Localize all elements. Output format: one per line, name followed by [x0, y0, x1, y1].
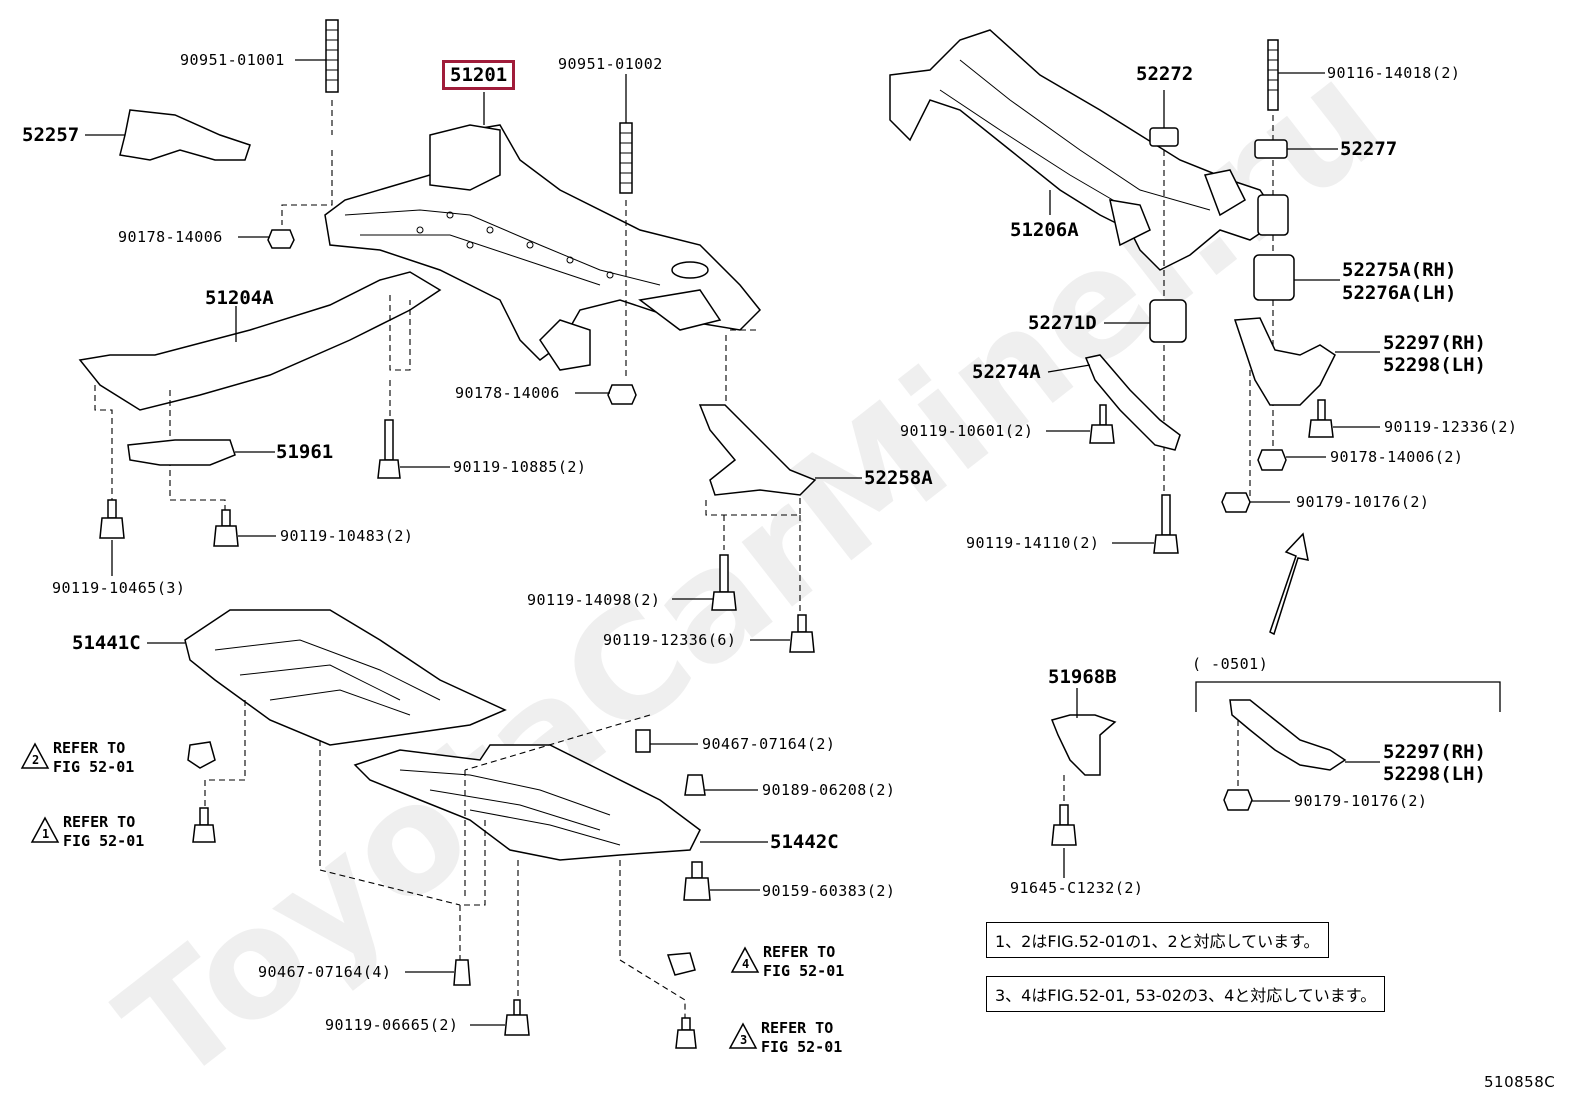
- undercover-51441C-drawing: [184, 609, 507, 746]
- selected-part-box[interactable]: 51201: [442, 60, 516, 90]
- part-number-52274A[interactable]: 52274A: [972, 361, 1041, 383]
- part-number-90119-06665[interactable]: 90119-06665(2): [325, 1016, 459, 1034]
- plate-51961-drawing: [127, 439, 236, 466]
- range-bracket: [1195, 681, 1501, 712]
- part-number-90159-60383[interactable]: 90159-60383(2): [762, 882, 896, 900]
- bracket-dash-lines: [705, 329, 801, 612]
- refer-line2: FIG 52-01: [763, 962, 845, 980]
- clip-shapes: [187, 729, 706, 986]
- brace-51204A-drawing: [78, 271, 442, 411]
- direction-arrow: [1269, 532, 1309, 636]
- refer-line1: REFER TO: [53, 739, 126, 757]
- refer-line1: REFER TO: [63, 813, 136, 831]
- triangle-1-icon: [30, 816, 60, 843]
- part-number-90119-14110[interactable]: 90119-14110(2): [966, 534, 1100, 552]
- part-number-52298-a[interactable]: 52298(LH): [1383, 354, 1486, 376]
- part-number-90189-06208[interactable]: 90189-06208(2): [762, 781, 896, 799]
- part-number-52277[interactable]: 52277: [1340, 138, 1398, 160]
- refer-line1: REFER TO: [763, 943, 836, 961]
- part-number-90179-10176-a[interactable]: 90179-10176(2): [1296, 493, 1430, 511]
- part-number-52271D[interactable]: 52271D: [1028, 312, 1097, 334]
- refer-line2: FIG 52-01: [761, 1038, 843, 1056]
- part-number-90119-10601[interactable]: 90119-10601(2): [900, 422, 1034, 440]
- refer-number-4: 4: [742, 957, 750, 971]
- part-number-90119-12336-6[interactable]: 90119-12336(6): [603, 631, 737, 649]
- part-number-90178-14006-c[interactable]: 90178-14006(2): [1330, 448, 1464, 466]
- note-box-1: 1、2はFIG.52-01の1、2と対応しています。: [986, 922, 1329, 958]
- bolt-shapes: [99, 399, 1334, 1049]
- part-number-90116-14018[interactable]: 90116-14018(2): [1327, 64, 1461, 82]
- rear-crossmember-drawing: [889, 29, 1282, 271]
- arm-52297-lower-drawing: [1229, 699, 1347, 771]
- part-number-90119-10885[interactable]: 90119-10885(2): [453, 458, 587, 476]
- part-number-51204A[interactable]: 51204A: [205, 287, 274, 309]
- part-number-91645-C1232[interactable]: 91645-C1232(2): [1010, 879, 1144, 897]
- part-number-52258A[interactable]: 52258A: [864, 467, 933, 489]
- part-number-51441C[interactable]: 51441C: [72, 632, 141, 654]
- part-number-90179-10176-b[interactable]: 90179-10176(2): [1294, 792, 1428, 810]
- note-text-1: 1、2はFIG.52-01の1、2と対応しています。: [995, 932, 1320, 951]
- part-number-90951-01002[interactable]: 90951-01002: [558, 55, 663, 73]
- note-box-2: 3、4はFIG.52-01, 53-02の3、4と対応しています。: [986, 976, 1386, 1012]
- part-number-90178-14006-b[interactable]: 90178-14006: [455, 384, 560, 402]
- front-crossmember-drawing: [324, 124, 762, 371]
- arm-52274A-drawing: [1084, 354, 1181, 451]
- refer-line1: REFER TO: [761, 1019, 834, 1037]
- part-number-51961[interactable]: 51961: [276, 441, 334, 463]
- bracket-52258A-drawing: [698, 404, 817, 496]
- brace-dash-lines: [94, 295, 411, 510]
- part-number-51206A[interactable]: 51206A: [1010, 219, 1079, 241]
- figure-code: 510858C: [1484, 1073, 1556, 1091]
- bushing-shapes: [1149, 39, 1295, 500]
- part-number-51201[interactable]: 51201: [450, 64, 508, 86]
- part-number-52276A[interactable]: 52276A(LH): [1342, 282, 1457, 304]
- refer-number-3: 3: [740, 1033, 748, 1047]
- part-number-52257[interactable]: 52257: [22, 124, 80, 146]
- part-number-52272[interactable]: 52272: [1136, 63, 1194, 85]
- triangle-4-icon: [730, 946, 760, 973]
- part-number-52297-b[interactable]: 52297(RH): [1383, 741, 1486, 763]
- triangle-2-icon: [20, 742, 50, 769]
- refer-line2: FIG 52-01: [63, 832, 145, 850]
- part-number-90467-07164-4[interactable]: 90467-07164(4): [258, 963, 392, 981]
- triangle-3-icon: [728, 1022, 758, 1049]
- refer-number-2: 2: [32, 753, 40, 767]
- part-number-52275A[interactable]: 52275A(RH): [1342, 259, 1457, 281]
- note-text-2: 3、4はFIG.52-01, 53-02の3、4と対応しています。: [995, 986, 1377, 1005]
- bracket-52257-drawing: [119, 109, 251, 161]
- part-number-52298-b[interactable]: 52298(LH): [1383, 763, 1486, 785]
- part-number-90119-10483[interactable]: 90119-10483(2): [280, 527, 414, 545]
- stud-bolts-drawing: [281, 19, 633, 380]
- leader-lines: [85, 59, 1380, 1026]
- refer-number-1: 1: [42, 827, 50, 841]
- bracket-51968B-drawing: [1050, 714, 1117, 776]
- part-number-52297-a[interactable]: 52297(RH): [1383, 332, 1486, 354]
- part-number-51442C[interactable]: 51442C: [770, 831, 839, 853]
- part-number-51968B[interactable]: 51968B: [1048, 666, 1117, 688]
- arm-52297-upper-drawing: [1233, 317, 1336, 406]
- undercover-dash-lines: [204, 700, 686, 1018]
- refer-line2: FIG 52-01: [53, 758, 135, 776]
- part-number-90119-14098[interactable]: 90119-14098(2): [527, 591, 661, 609]
- part-number-90467-07164-2[interactable]: 90467-07164(2): [702, 735, 836, 753]
- part-number-90119-10465[interactable]: 90119-10465(3): [52, 579, 186, 597]
- collar-shapes: [1221, 449, 1287, 811]
- date-range-label: ( -0501): [1192, 655, 1269, 673]
- part-number-90951-01001[interactable]: 90951-01001: [180, 51, 285, 69]
- nut-shapes: [267, 229, 637, 405]
- part-number-90178-14006-a[interactable]: 90178-14006: [118, 228, 223, 246]
- undercover-51442C-drawing: [353, 744, 701, 861]
- part-number-90119-12336-2[interactable]: 90119-12336(2): [1384, 418, 1518, 436]
